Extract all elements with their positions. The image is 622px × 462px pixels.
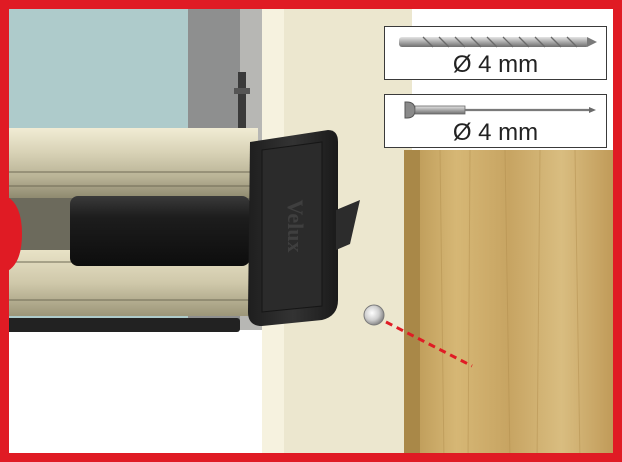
rivet-spec-box: Ø 4 mm bbox=[384, 94, 607, 148]
drill-size-label: Ø 4 mm bbox=[452, 51, 539, 78]
brand-label: Velux bbox=[283, 200, 308, 253]
drill-bit-icon bbox=[399, 36, 597, 48]
blind-fabric bbox=[0, 330, 262, 462]
drill-spec-box: Ø 4 mm bbox=[384, 26, 607, 80]
end-cap-latch bbox=[336, 200, 360, 250]
hole-marker-line bbox=[385, 320, 473, 368]
wooden-post bbox=[404, 150, 614, 462]
bottom-bar bbox=[0, 318, 240, 332]
blind-rivet-icon bbox=[404, 101, 596, 119]
drill-hole bbox=[363, 304, 385, 326]
rivet-size-label: Ø 4 mm bbox=[452, 119, 539, 146]
side-tab-marker bbox=[0, 196, 22, 272]
motor-cylinder bbox=[70, 196, 250, 266]
cassette-tube bbox=[0, 128, 258, 198]
